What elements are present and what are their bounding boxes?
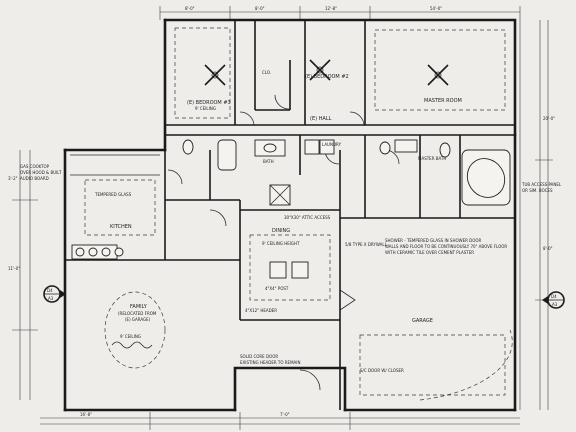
room-label-bath: BATH <box>263 159 274 164</box>
note-family-sub2: (E) GARAGE) <box>125 317 151 322</box>
fixtures <box>70 139 511 279</box>
note-gas-cooktop-1: GAS COOKTOP <box>20 164 50 169</box>
note-attic-access: 30"X30" ATTIC ACCESS <box>284 215 331 220</box>
dim-bottom-2: 7'-0" <box>280 412 290 417</box>
note-shower-2: WALLS AND FLOOR TO BE CONTINUOUSLY 70" A… <box>385 244 507 249</box>
dim-top-overall: 54'-0" <box>430 6 442 11</box>
room-label-bedroom3: (E) BEDROOM #3 <box>187 100 231 106</box>
section-mark-right-sheet: A3 <box>552 302 558 307</box>
dim-right-1: 20'-0" <box>543 116 555 121</box>
room-label-bedroom2: (E) BEDROOM #2 <box>305 74 349 80</box>
room-label-garage: GARAGE <box>412 318 433 324</box>
section-mark-left-sheet: A3 <box>48 296 54 301</box>
room-label-laundry: LAUNDRY <box>322 142 342 147</box>
note-family-ceiling: 9' CEILING <box>120 334 141 339</box>
room-label-kitchen: KITCHEN <box>110 224 132 230</box>
note-tub-access-2: OR SIM. BOCES <box>522 188 553 193</box>
family-wire-squiggle <box>111 341 153 349</box>
dim-bottom-1: 16'-8" <box>80 412 92 417</box>
note-family-sub: (RELOCATED FROM <box>118 311 157 316</box>
note-sc-door: 5/8 TYPE X DRYWALL <box>345 242 388 247</box>
note-tub-access-1: TUB ACCESS PANEL <box>521 182 562 187</box>
room-label-master-bath: MASTER BATH <box>418 156 446 161</box>
section-marker-right <box>542 291 565 309</box>
dim-top-1: 8'-0" <box>185 6 195 11</box>
exterior-walls <box>63 18 517 412</box>
dashed-outlines <box>84 27 513 401</box>
room-label-master: MASTER ROOM <box>424 98 462 104</box>
section-mark-left-id: D4 <box>47 288 53 293</box>
dim-top-2: 8'-0" <box>255 6 265 11</box>
note-dining-ceiling: 9' CEILING HEIGHT <box>262 241 300 246</box>
room-label-hall: (E) HALL <box>310 116 332 122</box>
room-label-dining: DINING <box>272 228 290 234</box>
section-marker-left <box>43 285 66 303</box>
note-gas-cooktop-3: AUDIO BOARD <box>20 176 49 181</box>
dim-top-3: 12'-8" <box>325 6 337 11</box>
room-label-family: FAMILY <box>130 304 148 310</box>
note-gas-cooktop-2: OVER HOOD & BUILT <box>20 170 62 175</box>
dim-left-2: 11'-0" <box>8 266 20 271</box>
note-bedroom-ceiling: 9' CEILING <box>195 106 216 111</box>
note-shower-1: SHOWER - TEMPERED GLASS IN SHOWER DOOR <box>385 238 482 243</box>
door-swings <box>167 94 400 391</box>
room-label-closet: CLO. <box>262 70 271 75</box>
note-header: 4"X12" HEADER <box>245 308 277 313</box>
note-dining-post: 4"X4" POST <box>265 286 289 291</box>
section-mark-right-id: D4 <box>551 294 557 299</box>
dim-right-2: 8'-0" <box>543 246 553 251</box>
note-lower-door: SOLID CORE DOOR <box>240 354 278 359</box>
note-window: TEMPERED GLASS <box>94 192 132 197</box>
note-shower-3: WITH CERAMIC TILE OVER CEMENT PLASTER <box>385 250 474 255</box>
ceiling-fan-symbols <box>204 59 449 86</box>
dim-left-1: 3'-2" <box>8 176 18 181</box>
note-lower-sub: EXISTING HEADER TO REMAIN <box>240 360 300 365</box>
note-door-closer: S/C DOOR W/ CLOSER <box>360 368 404 373</box>
